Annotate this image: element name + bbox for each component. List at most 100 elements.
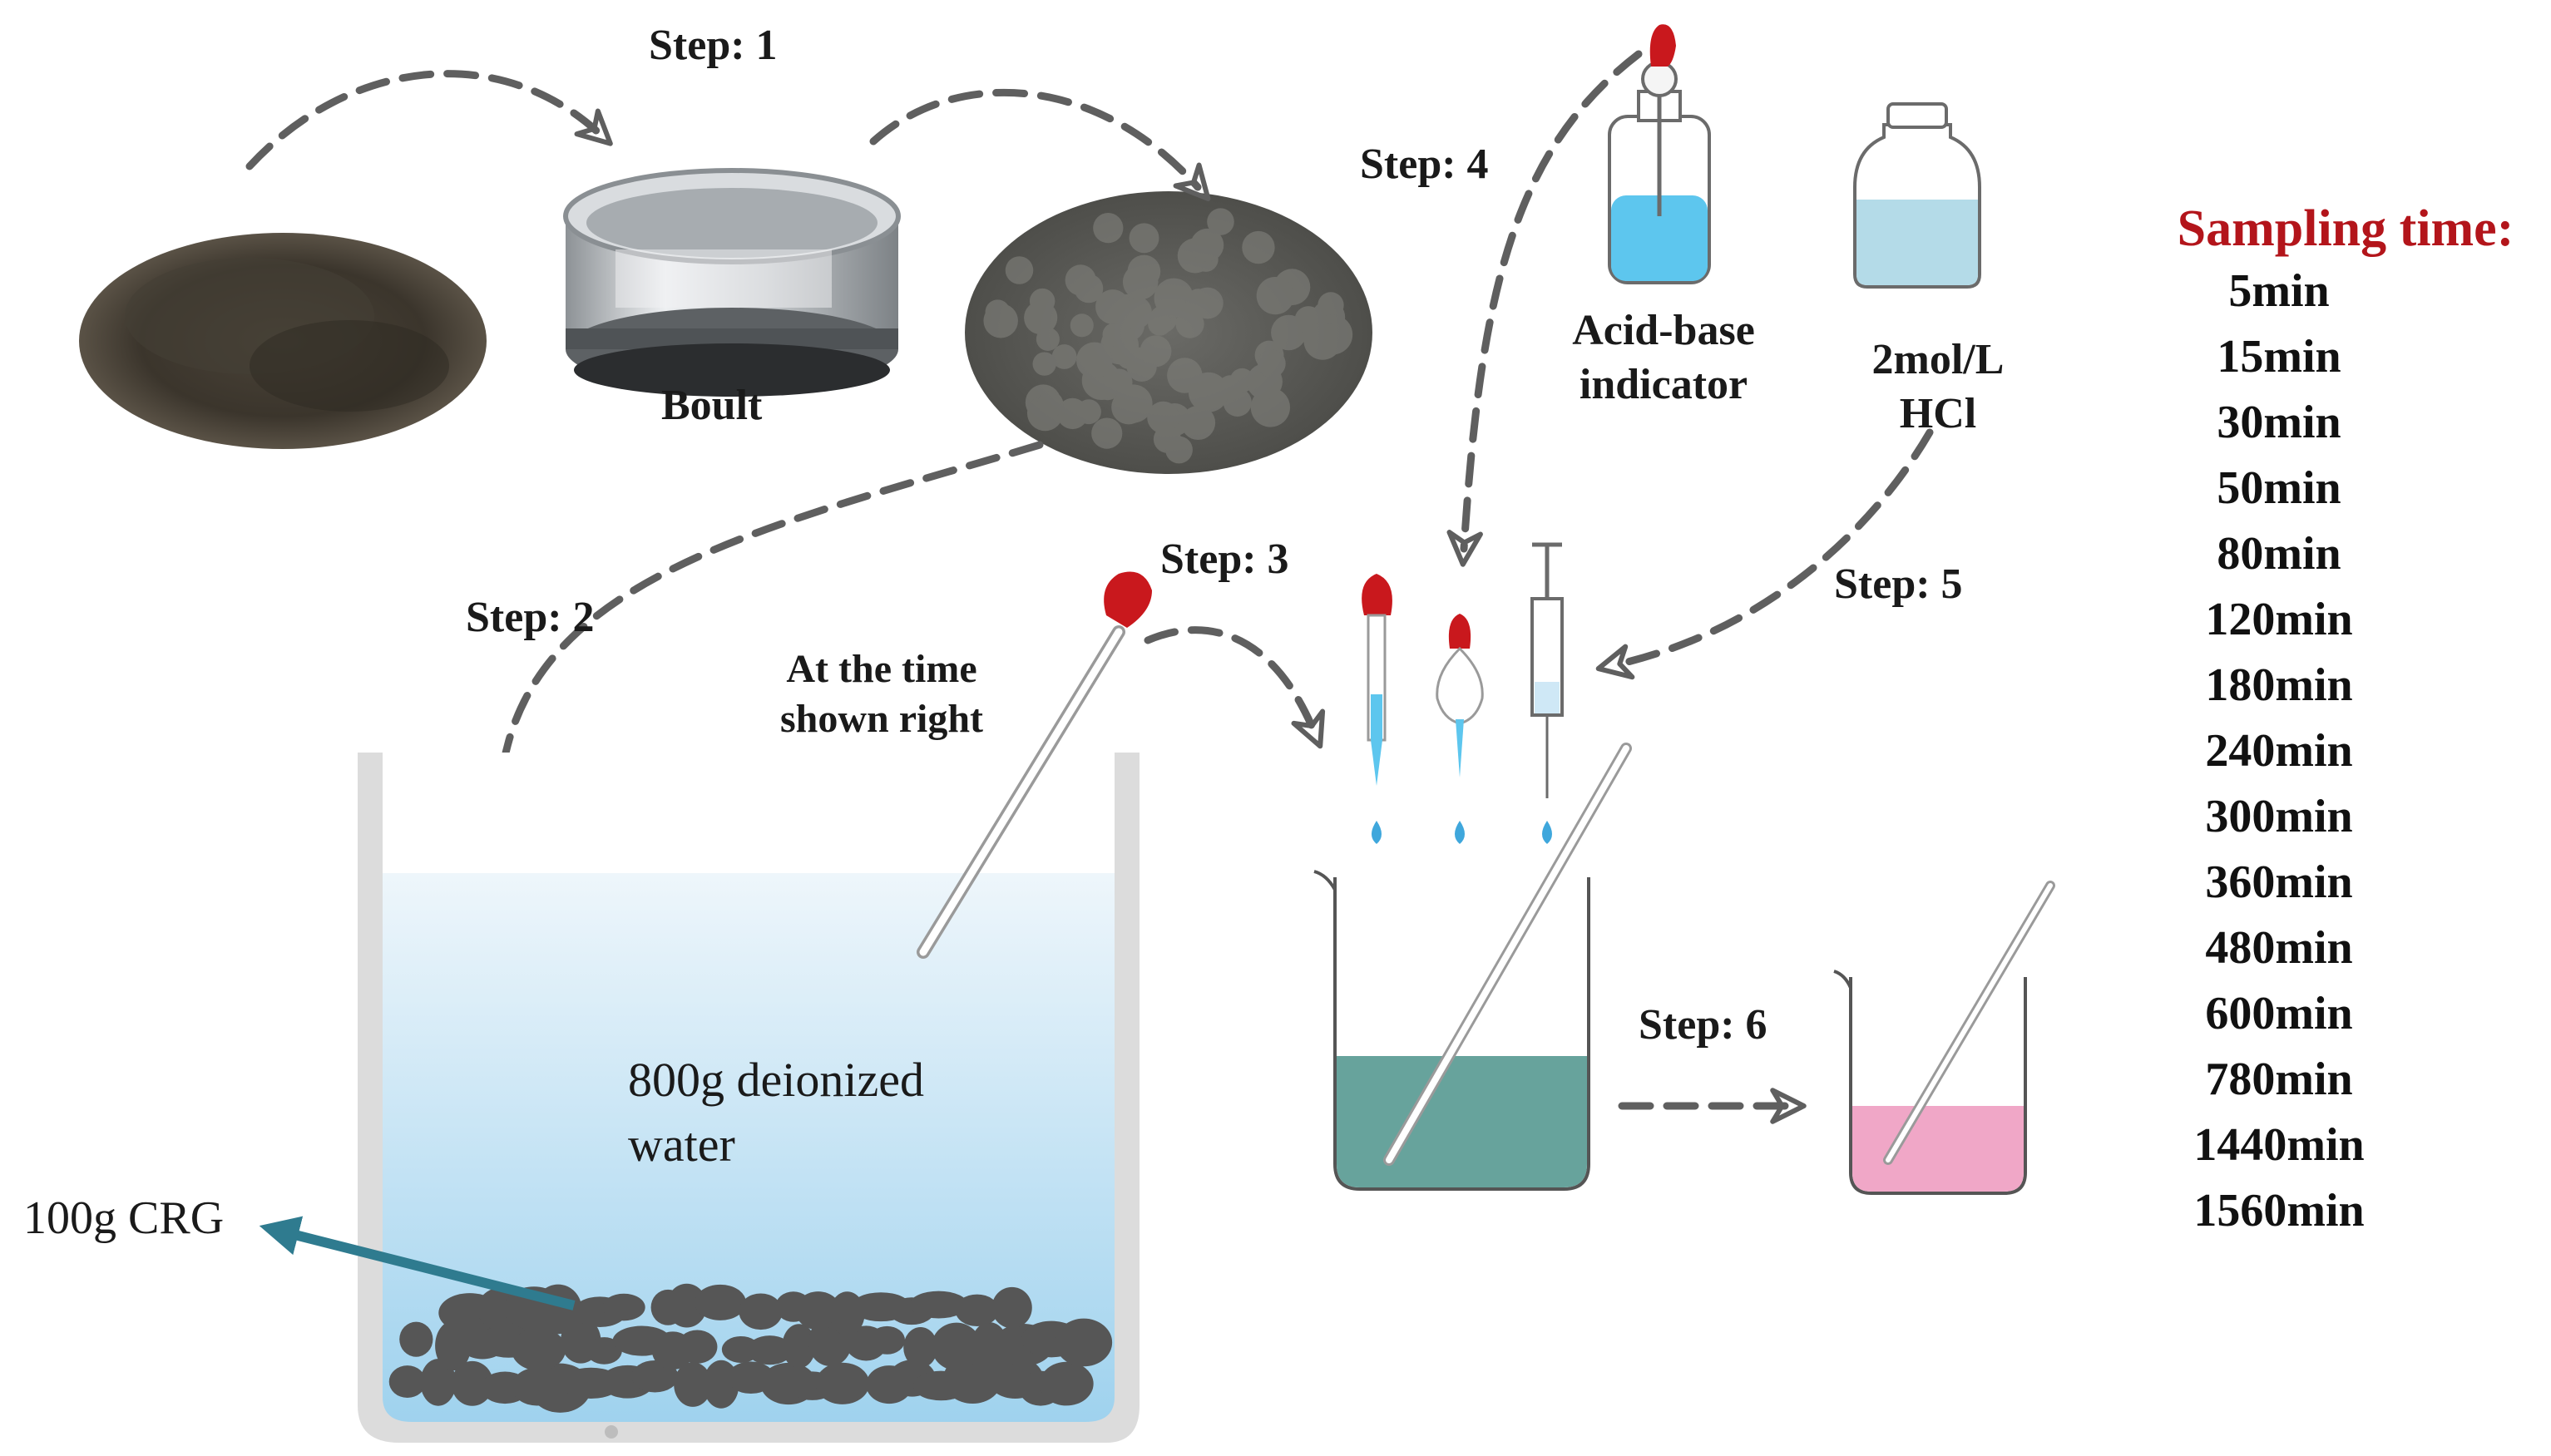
pellet xyxy=(983,304,1018,338)
sampling-time-item: 30min xyxy=(2217,397,2341,448)
indicator-bottle-icon xyxy=(1608,24,1711,284)
pellet xyxy=(1036,327,1060,351)
syringe-icon xyxy=(1530,542,1564,798)
sampling-time-item: 1440min xyxy=(2193,1119,2365,1171)
gravel-pebble xyxy=(955,1294,999,1327)
acid-base-line2: indicator xyxy=(1579,361,1748,408)
dropper-pipette-icon xyxy=(1362,574,1392,786)
pellet xyxy=(1032,352,1056,376)
step-5-label: Step: 5 xyxy=(1834,560,1963,608)
pellet xyxy=(1318,292,1344,318)
gravel-pebble xyxy=(511,1327,566,1371)
time-note-label: At the time shown right xyxy=(749,644,1015,744)
water-drop xyxy=(1372,821,1382,844)
sampling-time-item: 1560min xyxy=(2193,1185,2365,1236)
time-note-line2: shown right xyxy=(779,697,984,741)
pellet xyxy=(1147,401,1179,434)
gravel-pebble xyxy=(903,1327,938,1368)
gravel-pebble xyxy=(666,1283,707,1328)
gravel-pebble xyxy=(695,1284,746,1320)
gravel-pebble xyxy=(909,1291,968,1319)
raw-soil-pile xyxy=(79,233,487,449)
pellet xyxy=(1154,278,1194,318)
pellet xyxy=(1242,230,1275,264)
pellet xyxy=(1005,256,1034,284)
water-line1: 800g deionized xyxy=(628,1053,924,1107)
sampling-pipette xyxy=(917,571,1152,959)
crg-gravel xyxy=(388,1283,1113,1413)
pellet xyxy=(1148,312,1172,336)
sampling-time-item: 780min xyxy=(2205,1054,2353,1105)
pellet xyxy=(1256,276,1294,315)
gravel-pebble xyxy=(674,1362,712,1407)
gravel-pebble xyxy=(747,1335,793,1365)
sampling-time-item: 15min xyxy=(2217,331,2341,383)
step-6-label: Step: 6 xyxy=(1639,1001,1767,1049)
pellet xyxy=(1076,399,1101,425)
pellet xyxy=(1188,372,1229,412)
pellet xyxy=(1093,213,1124,244)
pellet xyxy=(1190,228,1224,262)
arrow-soil-to-sieve xyxy=(245,70,613,170)
pellet xyxy=(1207,208,1234,235)
pellet xyxy=(1165,436,1193,464)
pellet xyxy=(1102,323,1126,347)
arrow-hcl-to-syringe xyxy=(1595,428,1934,680)
water-tank xyxy=(358,753,1140,1443)
sampling-time-item: 360min xyxy=(2205,856,2353,908)
water-label: 800g deionized water xyxy=(628,1048,924,1178)
pellet xyxy=(1303,322,1342,360)
pellet xyxy=(1129,223,1159,254)
arrow-pipette-to-beaker xyxy=(1144,626,1326,749)
pellet xyxy=(1037,391,1064,417)
gravel-pebble xyxy=(1055,1318,1113,1367)
boult-label: Boult xyxy=(661,382,763,429)
gravel-pebble xyxy=(399,1321,433,1357)
gravel-pebble xyxy=(739,1293,783,1330)
sampling-time-item: 600min xyxy=(2205,988,2353,1039)
result-beaker xyxy=(1833,881,2055,1195)
step-4-label: Step: 4 xyxy=(1360,141,1489,188)
pellet xyxy=(1122,264,1159,300)
water-line2: water xyxy=(628,1118,735,1172)
gravel-pebble xyxy=(815,1362,870,1404)
step-3-label: Step: 3 xyxy=(1160,536,1289,583)
arrow-sieve-to-pellets xyxy=(869,88,1211,202)
arrow-indicator-to-beaker xyxy=(1446,50,1643,567)
gravel-pebble xyxy=(869,1325,906,1355)
gravel-pebble xyxy=(782,1324,816,1369)
pellet xyxy=(1070,313,1094,338)
hcl-line2: HCl xyxy=(1899,390,1977,437)
granulated-pellets xyxy=(965,191,1372,474)
sampling-time-item: 120min xyxy=(2205,594,2353,645)
acid-base-line1: Acid-base xyxy=(1572,307,1755,354)
sampling-time-item: 300min xyxy=(2205,791,2353,842)
pellet xyxy=(1140,335,1172,368)
gravel-pebble xyxy=(795,1291,841,1330)
hcl-bottle-icon xyxy=(1853,102,1981,289)
acid-base-indicator-label: Acid-base indicator xyxy=(1551,304,1776,412)
step-2-label: Step: 2 xyxy=(466,594,595,641)
gravel-pebble xyxy=(388,1365,426,1399)
sampling-time-item: 240min xyxy=(2205,725,2353,777)
hcl-line1: 2mol/L xyxy=(1871,336,2005,383)
gravel-pebble xyxy=(677,1330,718,1364)
pellet xyxy=(1065,264,1096,296)
water-drop xyxy=(1455,821,1465,844)
pellet xyxy=(1180,405,1216,441)
pellet xyxy=(1024,300,1058,335)
sampling-time-item: 5min xyxy=(2228,265,2330,317)
crg-label: 100g CRG xyxy=(23,1192,225,1244)
gravel-pebble xyxy=(1039,1361,1094,1406)
time-note-line1: At the time xyxy=(786,647,977,691)
gravel-pebble xyxy=(991,1286,1032,1329)
gravel-pebble xyxy=(932,1322,981,1371)
water-drop xyxy=(1542,821,1552,844)
titration-beaker xyxy=(1313,743,1632,1191)
sampling-time-item: 50min xyxy=(2217,462,2341,514)
gravel-pebble xyxy=(451,1360,493,1406)
crg-pointer-arrow xyxy=(259,1216,576,1310)
